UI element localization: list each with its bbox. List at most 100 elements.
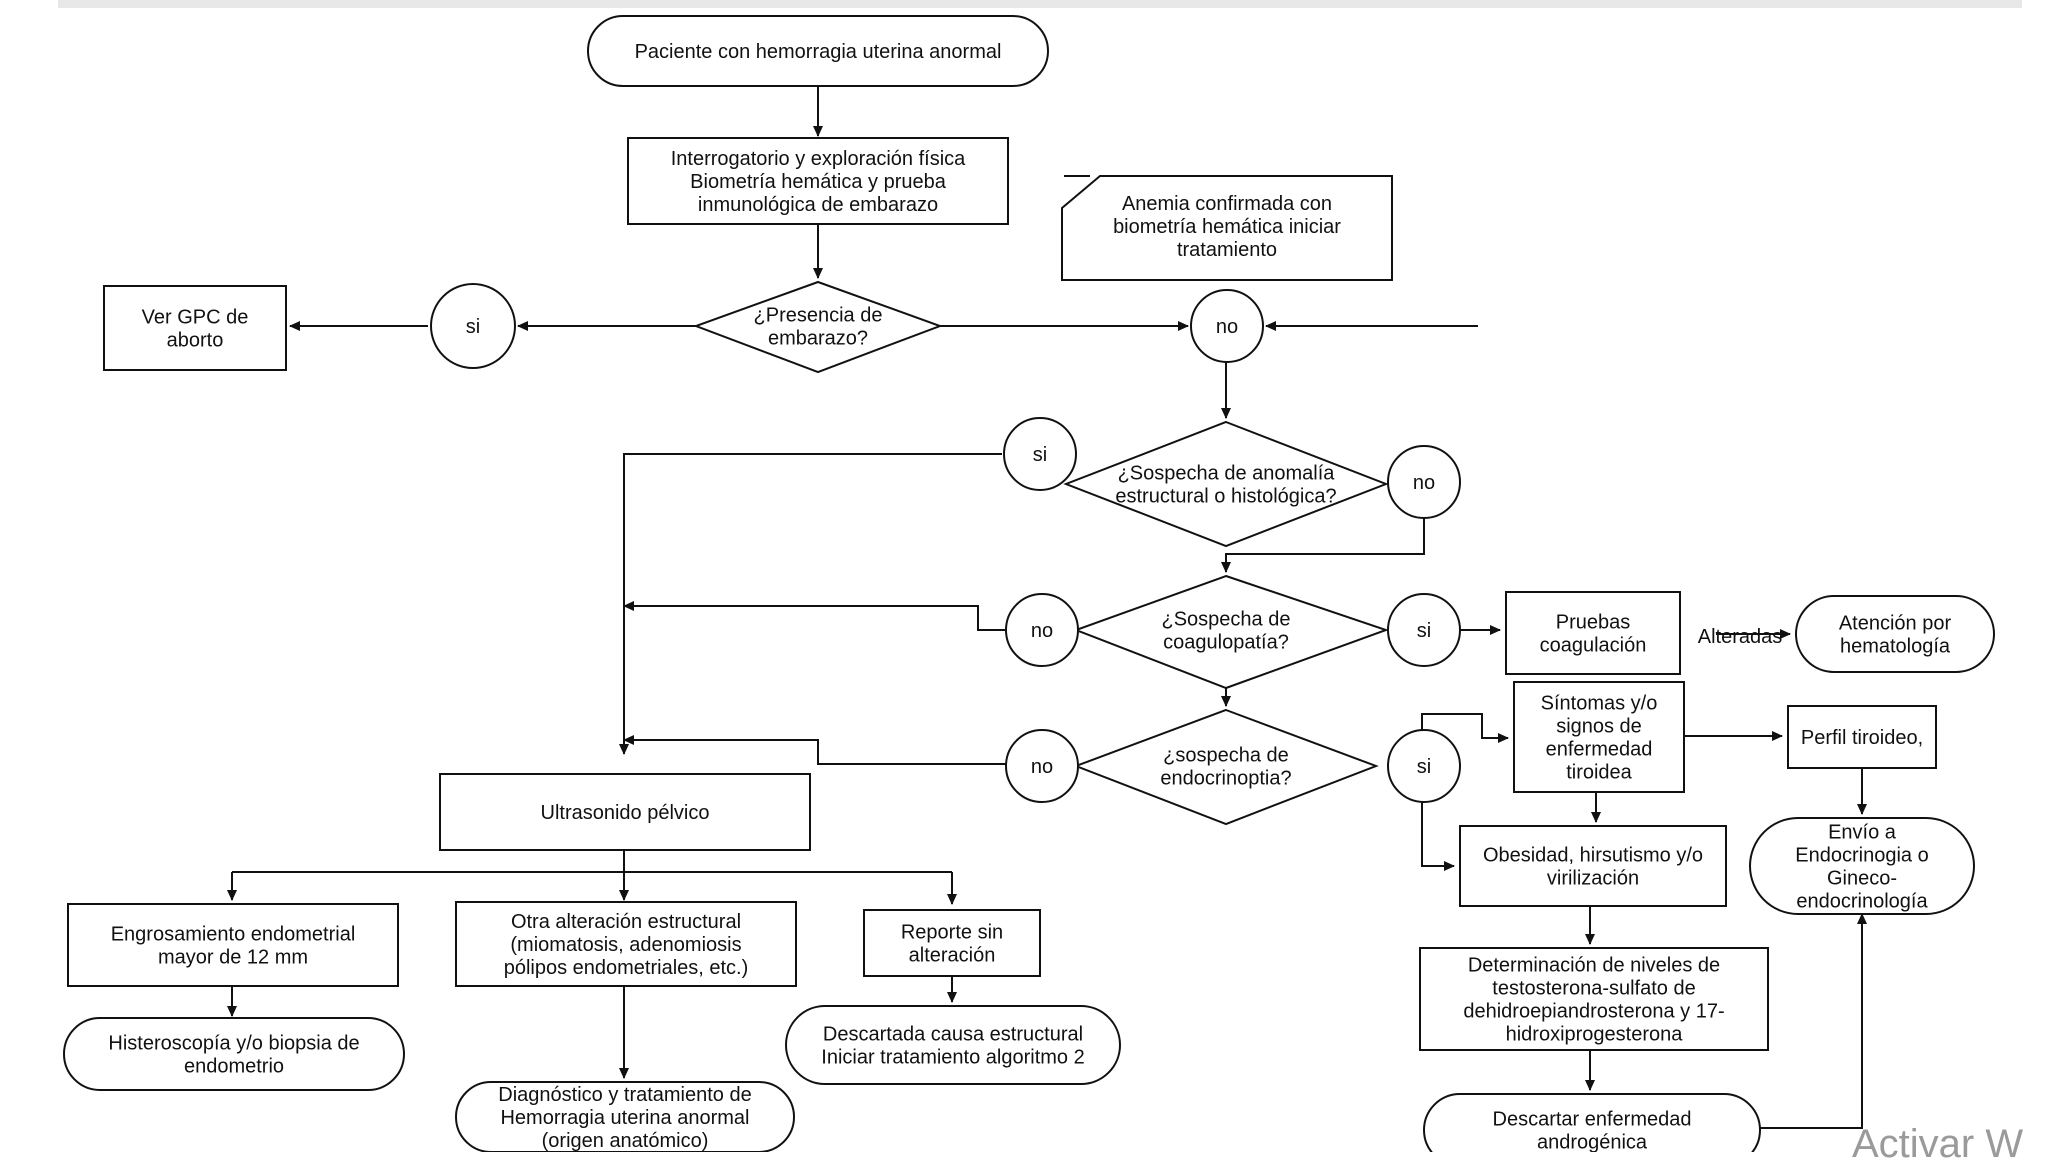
exam-label-line: Biometría hemática y prueba xyxy=(690,171,947,193)
start-label-line: Paciente con hemorragia uterina anormal xyxy=(635,41,1002,63)
si-coag-label-line: si xyxy=(1417,620,1431,642)
ver-gpc-label-line: aborto xyxy=(167,330,224,352)
histeroscopia-terminator xyxy=(63,1017,405,1091)
alteradas-label: Alteradas xyxy=(1698,626,1783,648)
arrow-endo-si-to-tiroidea xyxy=(1421,713,1509,743)
exam-label-line: Interrogatorio y exploración física xyxy=(671,148,966,170)
no-anomalia-connector xyxy=(1387,445,1461,519)
no-anomalia-label-line: no xyxy=(1413,472,1435,494)
endocrino-decision xyxy=(1073,708,1379,826)
envio-terminator xyxy=(1749,817,1975,915)
ver-gpc-label-line: Ver GPC de xyxy=(142,307,249,329)
ultrasonido-box xyxy=(439,773,811,851)
histeroscopia-label-line: Histeroscopía y/o biopsia de xyxy=(108,1033,359,1055)
shapes xyxy=(63,15,1995,1152)
reporte-label-line: alteración xyxy=(909,945,996,967)
no-endo-connector xyxy=(1005,729,1079,803)
si-coag-connector xyxy=(1387,593,1461,667)
arrow-coag-no-to-trunk xyxy=(623,601,1006,631)
si-anomalia-label: si xyxy=(1033,444,1047,466)
perfil-label-line: Perfil tiroideo, xyxy=(1801,727,1923,749)
diagnostico-terminator xyxy=(455,1081,795,1152)
connectors xyxy=(227,86,1867,1129)
anemia-note xyxy=(1061,175,1393,281)
pruebas-label-line: coagulación xyxy=(1540,635,1647,657)
engrosamiento-label-line: mayor de 12 mm xyxy=(158,947,308,969)
si-endo-connector xyxy=(1387,729,1461,803)
hematologia-label-line: hematología xyxy=(1840,636,1951,658)
obesidad-label-line: Obesidad, hirsutismo y/o xyxy=(1483,845,1703,867)
endocrino-label-line: endocrinoptia? xyxy=(1160,768,1291,790)
ultrasonido-label: Ultrasonido pélvico xyxy=(541,802,710,824)
diagnostico-label-line: Hemorragia uterina anormal xyxy=(500,1107,749,1129)
otra-label: Otra alteración estructural(miomatosis, … xyxy=(504,911,749,979)
ver-gpc-box xyxy=(103,285,287,371)
hematologia-terminator xyxy=(1795,595,1995,673)
diagnostico-label-line: (origen anatómico) xyxy=(542,1130,709,1152)
descartada-label-line: Iniciar tratamiento algoritmo 2 xyxy=(821,1047,1084,1069)
ultrasonido-label-line: Ultrasonido pélvico xyxy=(541,802,710,824)
tiroidea-label-line: tiroidea xyxy=(1566,762,1632,784)
histeroscopia-label-line: endometrio xyxy=(184,1056,284,1078)
tiroidea-label-line: signos de xyxy=(1556,716,1642,738)
coagulopatia-decision xyxy=(1073,574,1390,690)
si-endo-label-line: si xyxy=(1417,756,1431,778)
otra-box xyxy=(455,901,797,987)
no-embarazo-label: no xyxy=(1216,316,1238,338)
tiroidea-box xyxy=(1513,681,1685,793)
otra-label-line: pólipos endometriales, etc.) xyxy=(504,957,749,979)
hematologia-label-line: Atención por xyxy=(1839,613,1952,635)
arrow-endo-no-to-trunk xyxy=(623,735,1006,765)
androgenica-label-line: Descartar enfermedad xyxy=(1493,1109,1692,1131)
coagulopatia-label-line: coagulopatía? xyxy=(1163,632,1289,654)
niveles-label-line: testosterona-sulfato de xyxy=(1492,978,1695,1000)
anemia-label-line: biometría hemática iniciar xyxy=(1113,216,1341,238)
start-terminator xyxy=(587,15,1049,87)
arrow-anomalia-si-to-ultrasonido xyxy=(619,453,1002,755)
envio-label-line: Envío a xyxy=(1828,822,1897,844)
embarazo-label-line: ¿Presencia de xyxy=(754,305,883,327)
no-embarazo-connector xyxy=(1190,289,1264,363)
envio-label-line: endocrinología xyxy=(1796,891,1928,913)
no-anomalia-label: no xyxy=(1413,472,1435,494)
si-anomalia-connector xyxy=(1003,417,1077,491)
no-endo-label-line: no xyxy=(1031,756,1053,778)
anemia-label-line: tratamiento xyxy=(1177,239,1277,261)
pruebas-box xyxy=(1505,591,1681,675)
niveles-label-line: Determinación de niveles de xyxy=(1468,955,1720,977)
diagnostico-label-line: Diagnóstico y tratamiento de xyxy=(498,1084,751,1106)
alteradas-label-line: Alteradas xyxy=(1698,626,1783,648)
si-anomalia-label-line: si xyxy=(1033,444,1047,466)
obesidad-box xyxy=(1459,825,1727,907)
obesidad-label-line: virilización xyxy=(1547,868,1639,890)
endocrino-label-line: ¿sospecha de xyxy=(1163,745,1289,767)
no-endo-label: no xyxy=(1031,756,1053,778)
reporte-label-line: Reporte sin xyxy=(901,922,1003,944)
no-coag-connector xyxy=(1005,593,1079,667)
tiroidea-label-line: Síntomas y/o xyxy=(1541,693,1658,715)
reporte-box xyxy=(863,909,1041,977)
anomalia-label-line: ¿Sospecha de anomalía xyxy=(1118,463,1336,485)
embarazo-decision xyxy=(693,280,943,374)
si-embarazo-connector xyxy=(430,283,516,369)
start-label: Paciente con hemorragia uterina anormal xyxy=(635,41,1002,63)
niveles-label-line: dehidroepiandrosterona y 17- xyxy=(1463,1001,1724,1023)
arrow-androgenica-to-envio xyxy=(1760,913,1867,1129)
top-edge-bar xyxy=(58,0,2022,8)
coagulopatia-label-line: ¿Sospecha de xyxy=(1162,609,1291,631)
descartada-terminator xyxy=(785,1005,1121,1085)
exam-box xyxy=(627,137,1009,225)
envio-label-line: Gineco- xyxy=(1827,868,1897,890)
pruebas-label-line: Pruebas xyxy=(1556,612,1631,634)
